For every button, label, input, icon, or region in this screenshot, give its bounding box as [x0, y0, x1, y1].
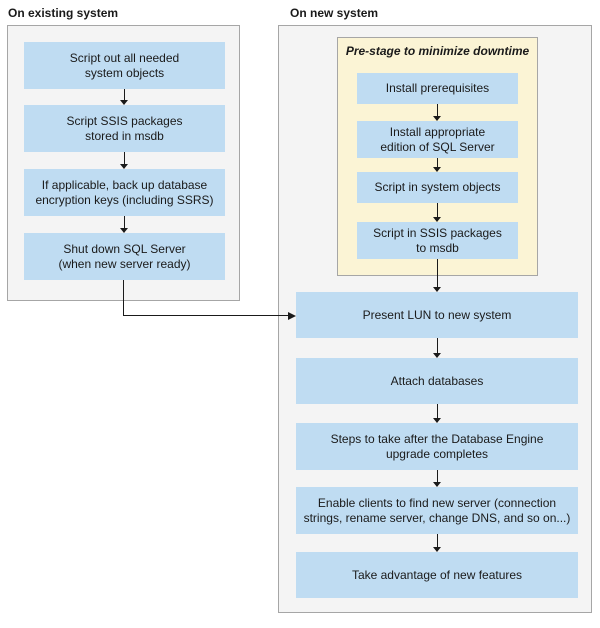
arrow-down-icon — [120, 89, 129, 105]
step-backup-encryption-keys: If applicable, back up database encrypti… — [24, 169, 225, 216]
arrow-down-icon — [120, 216, 129, 233]
step-new-features: Take advantage of new features — [296, 552, 578, 598]
connector-horizontal-line — [123, 315, 289, 316]
connector-vertical-line — [123, 280, 124, 316]
arrow-down-icon — [433, 470, 442, 487]
arrow-down-icon — [120, 152, 129, 169]
step-enable-clients: Enable clients to find new server (conne… — [296, 487, 578, 534]
arrow-right-icon — [288, 312, 296, 320]
step-shutdown-sql-server: Shut down SQL Server (when new server re… — [24, 233, 225, 280]
step-present-lun: Present LUN to new system — [296, 292, 578, 338]
new-system-title: On new system — [290, 6, 379, 20]
step-script-system-objects: Script out all needed system objects — [24, 42, 225, 89]
step-attach-databases: Attach databases — [296, 358, 578, 404]
arrow-down-icon — [433, 104, 442, 121]
prestage-title: Pre-stage to minimize downtime — [345, 44, 530, 58]
step-script-ssis-packages: Script SSIS packages stored in msdb — [24, 105, 225, 152]
step-script-in-system-objects: Script in system objects — [357, 172, 518, 203]
arrow-down-icon — [433, 404, 442, 423]
arrow-down-icon — [433, 203, 442, 222]
step-install-prerequisites: Install prerequisites — [357, 73, 518, 104]
existing-system-title: On existing system — [8, 6, 119, 20]
step-install-sql-edition: Install appropriate edition of SQL Serve… — [357, 121, 518, 158]
arrow-down-icon — [433, 158, 442, 172]
step-script-in-ssis-msdb: Script in SSIS packages to msdb — [357, 222, 518, 259]
arrow-down-icon — [433, 534, 442, 552]
step-post-upgrade-steps: Steps to take after the Database Engine … — [296, 423, 578, 470]
arrow-down-icon — [433, 259, 442, 292]
arrow-down-icon — [433, 338, 442, 358]
